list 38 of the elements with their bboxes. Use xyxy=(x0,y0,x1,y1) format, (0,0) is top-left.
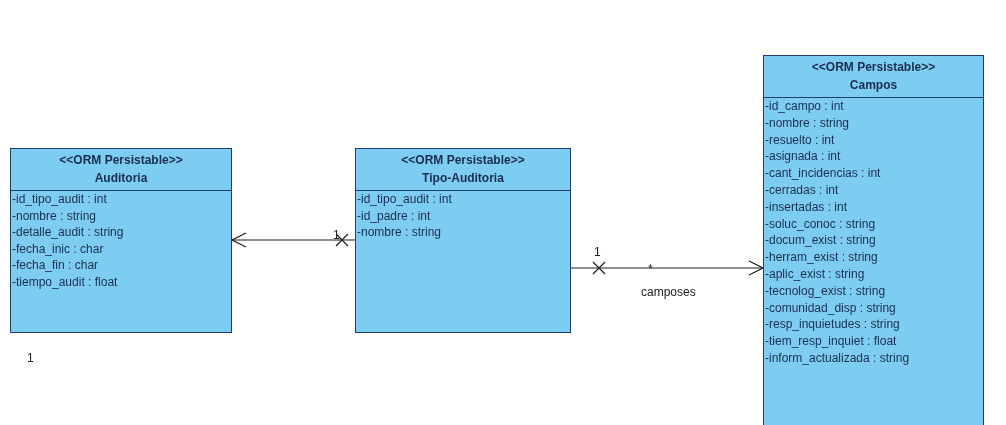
attribute-text: -resp_inquietudes : string xyxy=(764,316,901,334)
attribute-text: -tiem_resp_inquiet : float xyxy=(764,333,898,350)
attribute-text: -insertadas : int xyxy=(764,198,849,216)
class-box xyxy=(355,148,571,333)
attribute-text: -fecha_fin : char xyxy=(11,257,100,274)
attribute-text: -fecha_inic : char xyxy=(11,240,105,258)
attribute-text: -herram_exist : string xyxy=(764,249,879,266)
attribute-text: -tecnolog_exist : string xyxy=(764,282,887,300)
multiplicity-label: 1 xyxy=(594,245,601,259)
attribute-text: -id_padre : int xyxy=(356,207,432,225)
attribute-text: -aplic_exist : string xyxy=(764,265,866,283)
attribute-text: -asignada : int xyxy=(764,148,842,166)
attribute-text: -docum_exist : string xyxy=(764,232,877,250)
attribute-text: -id_tipo_audit : int xyxy=(11,191,108,208)
class-box xyxy=(763,55,984,425)
attribute-text: -detalle_audit : string xyxy=(11,224,125,241)
attribute-text: -id_campo : int xyxy=(764,98,845,115)
stereotype-text: <<ORM Persistable>> xyxy=(400,152,526,169)
attribute-text: -soluc_conoc : string xyxy=(764,215,877,233)
class-name: Auditoria xyxy=(93,170,149,187)
multiplicity-label: * xyxy=(648,262,653,276)
multiplicity-label: 1 xyxy=(27,351,34,365)
attribute-text: -nombre : string xyxy=(764,114,851,132)
attribute-text: -nombre : string xyxy=(11,207,98,225)
attribute-text: -id_tipo_audit : int xyxy=(356,191,453,208)
edge-label: camposes xyxy=(641,285,696,299)
class-box xyxy=(10,148,232,333)
attribute-text: -tiempo_audit : float xyxy=(11,273,119,291)
class-name: Campos xyxy=(848,77,899,94)
stereotype-text: <<ORM Persistable>> xyxy=(810,59,937,76)
attribute-text: -cerradas : int xyxy=(764,182,840,199)
attribute-text: -cant_incidencias : int xyxy=(764,165,882,182)
attribute-text: -resuelto : int xyxy=(764,131,836,149)
class-name: Tipo-Auditoria xyxy=(421,170,505,187)
stereotype-text: <<ORM Persistable>> xyxy=(58,152,184,169)
attribute-text: -comunidad_disp : string xyxy=(764,299,897,317)
attribute-text: -nombre : string xyxy=(356,224,443,241)
attribute-text: -inform_actualizada : string xyxy=(764,349,911,367)
